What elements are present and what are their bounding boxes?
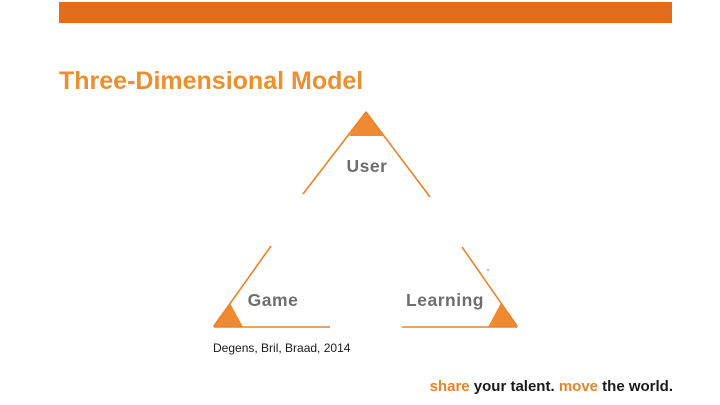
tagline-your-talent: your talent. — [469, 378, 559, 395]
page-title: Three-Dimensional Model — [59, 66, 364, 95]
triangle-side-left-lower — [213, 245, 272, 327]
vertex-label-game: Game — [248, 290, 299, 310]
corner-triangle-bottom-left — [213, 303, 243, 327]
tagline-share: share — [429, 378, 470, 395]
stray-dot — [486, 268, 490, 272]
vertex-label-learning: Learning — [406, 290, 484, 310]
tagline-move: move — [558, 378, 598, 395]
triangle-side-right-upper — [365, 111, 431, 198]
corner-triangle-top — [349, 111, 383, 136]
triangle-side-right-lower — [461, 246, 518, 327]
top-accent-bar — [59, 2, 672, 23]
corner-triangle-bottom-right — [488, 303, 518, 327]
brand-tagline: share your talent. move the world. — [430, 378, 673, 395]
triangle-side-left-upper — [302, 111, 367, 195]
citation-text: Degens, Bril, Braad, 2014 — [213, 341, 351, 355]
vertex-label-user: User — [347, 156, 388, 176]
tagline-the-world: the world. — [598, 378, 673, 395]
